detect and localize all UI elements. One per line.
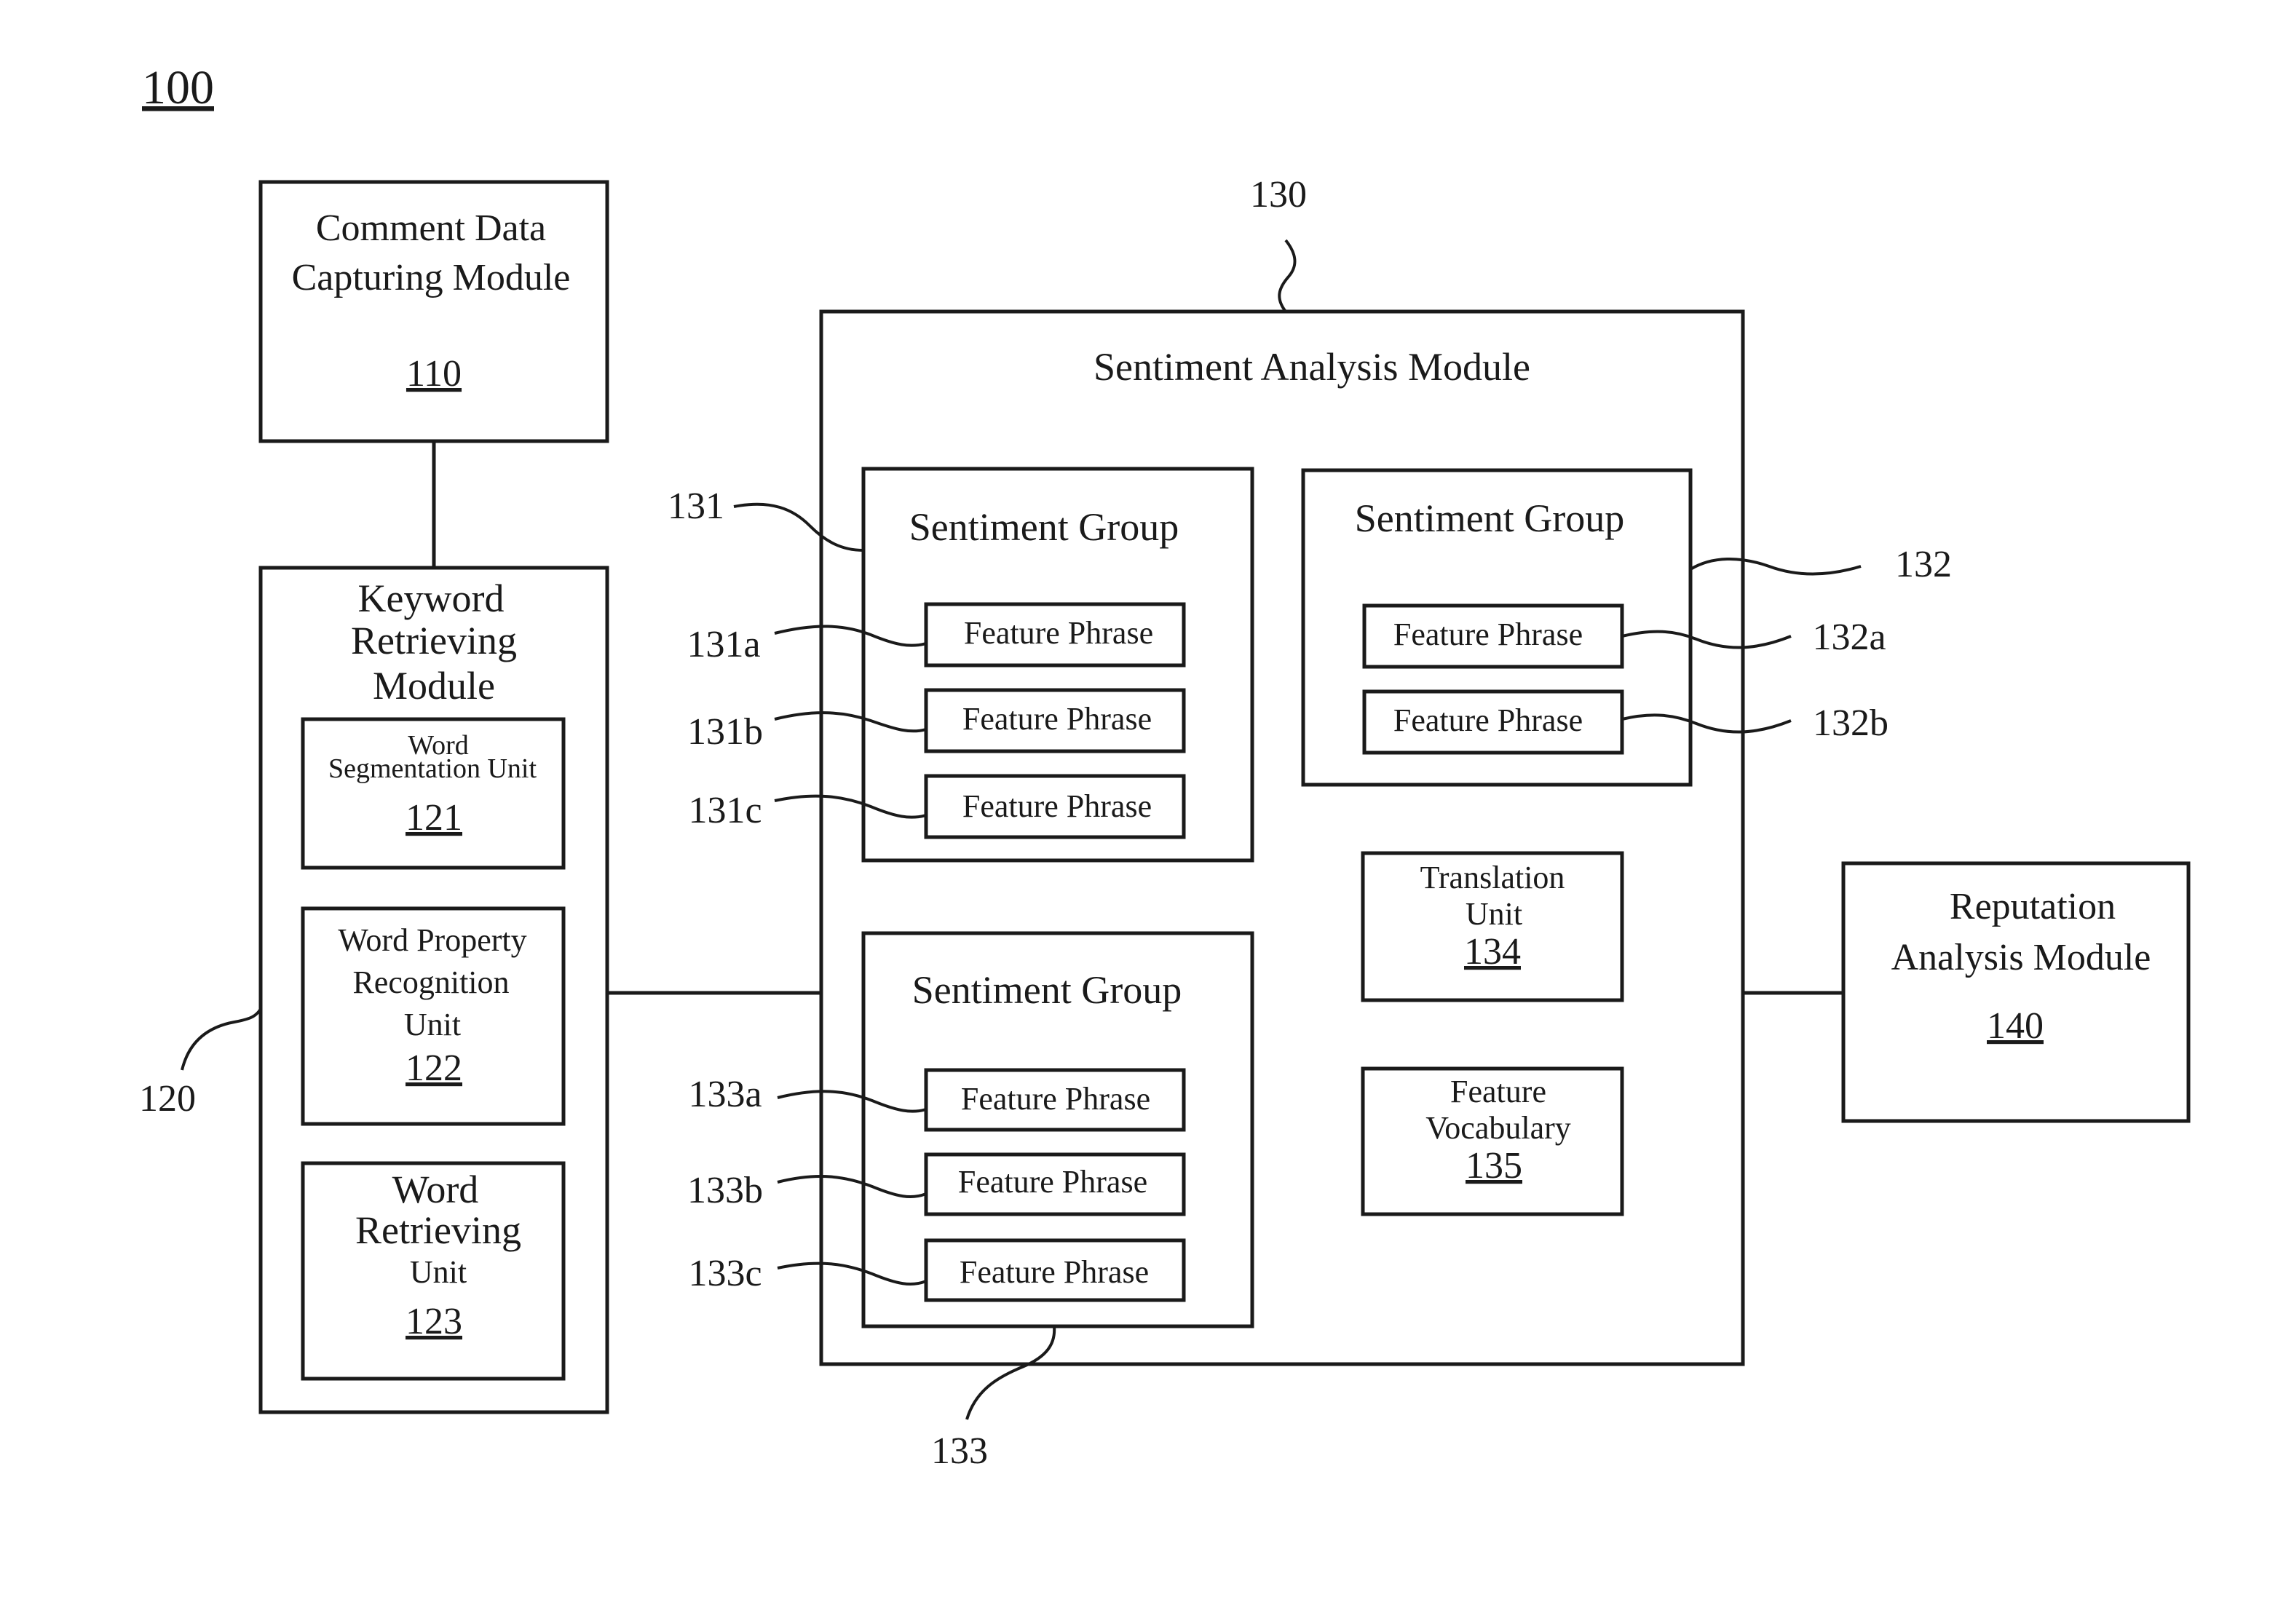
comment-capture-title-line-1: Comment Data: [316, 207, 546, 249]
callout-132a: 132a: [1812, 617, 1886, 658]
keyword-module-title-line-3: Module: [373, 664, 495, 708]
keyword-module-title-line-2: Retrieving: [351, 619, 517, 662]
word-property-line-1: Word Property: [338, 922, 526, 958]
reputation-analysis-module: Reputation Analysis Module 140: [1843, 863, 2188, 1121]
callout-130: 130: [1250, 174, 1307, 215]
feature-vocabulary-line-2: Vocabulary: [1425, 1110, 1571, 1146]
callout-133c: 133c: [688, 1253, 762, 1294]
feature-phrase-131c-label: Feature Phrase: [962, 788, 1152, 824]
word-retrieving-unit: Word Retrieving Unit 123: [303, 1163, 563, 1379]
keyword-retrieving-module: Keyword Retrieving Module Word Segmentat…: [261, 568, 607, 1412]
feature-phrase-132b: Feature Phrase: [1364, 692, 1622, 753]
callout-132: 132: [1895, 544, 1952, 585]
sentiment-group-133: Sentiment Group Feature Phrase Feature P…: [863, 933, 1252, 1326]
translation-unit-line-2: Unit: [1466, 896, 1522, 932]
word-retrieving-line-1: Word: [392, 1168, 479, 1211]
feature-phrase-131a-label: Feature Phrase: [964, 615, 1153, 651]
callout-133a: 133a: [688, 1074, 762, 1115]
feature-phrase-133b: Feature Phrase: [926, 1154, 1184, 1214]
callout-120-lead: [182, 1009, 261, 1070]
sentiment-group-133-title: Sentiment Group: [912, 968, 1182, 1012]
feature-vocabulary-ref: 135: [1466, 1145, 1522, 1187]
feature-vocabulary: Feature Vocabulary 135: [1363, 1069, 1622, 1214]
feature-phrase-133b-label: Feature Phrase: [958, 1164, 1147, 1200]
feature-phrase-131a: Feature Phrase: [926, 604, 1184, 665]
callout-133b: 133b: [687, 1170, 763, 1211]
sentiment-group-132: Sentiment Group Feature Phrase Feature P…: [1303, 470, 1690, 785]
feature-phrase-131b: Feature Phrase: [926, 690, 1184, 751]
feature-phrase-132a: Feature Phrase: [1364, 606, 1622, 667]
comment-data-capturing-module: Comment Data Capturing Module 110: [261, 182, 607, 441]
feature-phrase-132b-label: Feature Phrase: [1393, 702, 1583, 738]
feature-phrase-133c-label: Feature Phrase: [960, 1254, 1149, 1290]
translation-unit-line-1: Translation: [1420, 860, 1565, 895]
feature-vocabulary-line-1: Feature: [1450, 1074, 1546, 1109]
feature-phrase-132a-label: Feature Phrase: [1393, 617, 1583, 652]
feature-phrase-133a-label: Feature Phrase: [961, 1081, 1150, 1117]
keyword-module-title-line-1: Keyword: [358, 577, 505, 620]
reputation-module-line-1: Reputation: [1950, 886, 2116, 927]
sentiment-analysis-module: Sentiment Analysis Module Sentiment Grou…: [821, 312, 1743, 1364]
feature-phrase-131b-label: Feature Phrase: [962, 701, 1152, 737]
callout-131a: 131a: [687, 624, 760, 665]
word-property-ref: 122: [406, 1047, 462, 1089]
reputation-module-ref: 140: [1987, 1005, 2044, 1047]
callout-133: 133: [931, 1430, 988, 1472]
sentiment-group-132-title: Sentiment Group: [1355, 496, 1624, 540]
word-property-recognition-unit: Word Property Recognition Unit 122: [303, 908, 563, 1124]
word-retrieving-line-2: Retrieving: [355, 1208, 521, 1252]
word-segmentation-line-2: Segmentation Unit: [328, 753, 537, 784]
callout-131: 131: [668, 486, 724, 527]
word-retrieving-line-3: Unit: [410, 1254, 467, 1290]
word-retrieving-ref: 123: [406, 1301, 462, 1342]
reputation-module-line-2: Analysis Module: [1891, 937, 2151, 978]
callout-130-lead: [1279, 240, 1294, 312]
comment-capture-title-line-2: Capturing Module: [292, 257, 571, 298]
translation-unit-ref: 134: [1464, 931, 1521, 973]
feature-phrase-131c: Feature Phrase: [926, 776, 1184, 837]
comment-capture-ref: 110: [406, 353, 462, 395]
feature-phrase-133a: Feature Phrase: [926, 1070, 1184, 1130]
word-segmentation-ref: 121: [406, 797, 462, 839]
figure-number: 100: [142, 61, 214, 114]
sentiment-module-title: Sentiment Analysis Module: [1093, 345, 1530, 389]
sentiment-group-131: Sentiment Group Feature Phrase Feature P…: [863, 469, 1252, 860]
callout-131c: 131c: [688, 790, 762, 831]
word-property-line-2: Recognition: [352, 965, 509, 1000]
word-segmentation-unit: Word Segmentation Unit 121: [303, 719, 563, 868]
callout-132b: 132b: [1813, 702, 1889, 744]
feature-phrase-133c: Feature Phrase: [926, 1240, 1184, 1300]
sentiment-group-131-title: Sentiment Group: [909, 505, 1179, 549]
translation-unit: Translation Unit 134: [1363, 853, 1622, 1000]
callout-120: 120: [139, 1078, 196, 1120]
word-property-line-3: Unit: [404, 1007, 461, 1042]
callout-131b: 131b: [687, 711, 763, 753]
